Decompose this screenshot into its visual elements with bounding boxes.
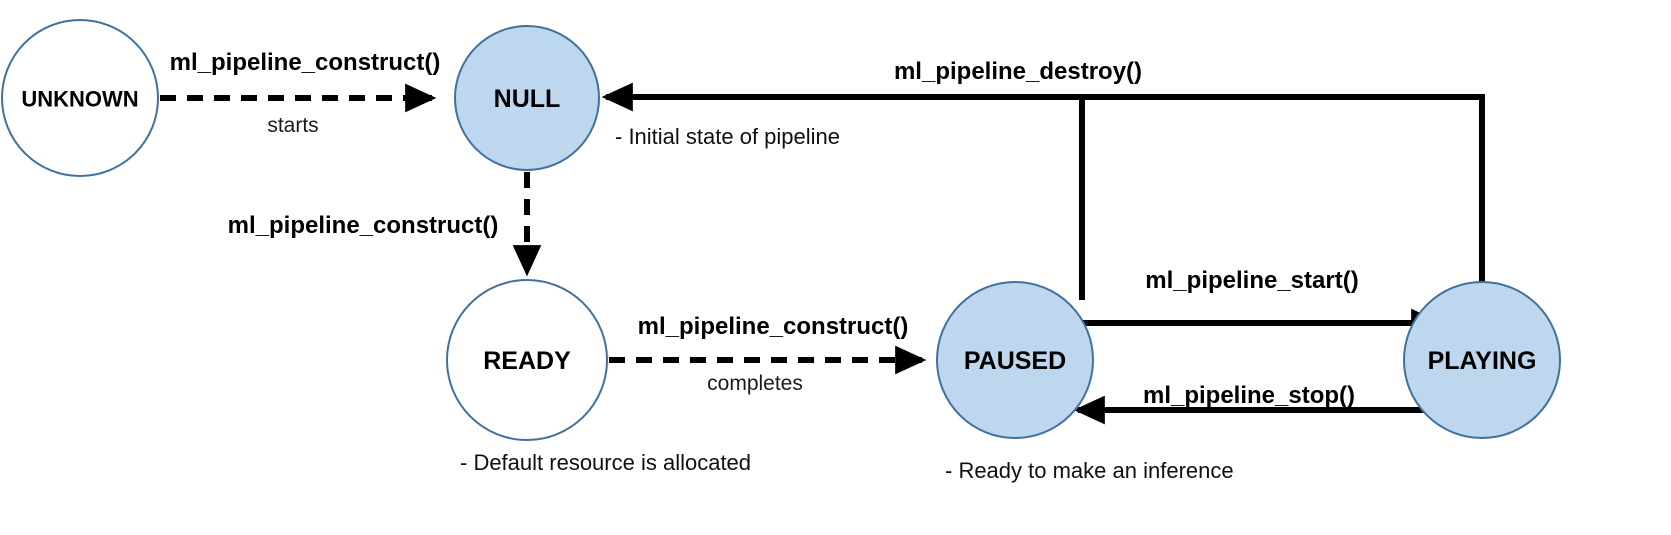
edge-label-playing-to-paused: ml_pipeline_stop(): [1143, 382, 1355, 409]
note-ready-state: - Default resource is allocated: [460, 450, 751, 475]
edge-destroy-to-null: [601, 82, 1485, 300]
state-label-unknown: UNKNOWN: [21, 87, 138, 112]
state-circle-ready: [446, 279, 608, 441]
state-label-ready: READY: [483, 347, 571, 375]
state-label-null: NULL: [494, 85, 561, 113]
edge-label-paused-to-playing: ml_pipeline_start(): [1145, 267, 1358, 294]
state-node-ready[interactable]: READY: [446, 279, 608, 441]
state-circle-paused: [936, 281, 1094, 439]
state-circle-playing: [1403, 281, 1561, 439]
edge-label-unknown-to-null: ml_pipeline_construct(): [170, 49, 441, 76]
note-null-state: - Initial state of pipeline: [615, 124, 840, 149]
edge-label-null-to-ready: ml_pipeline_construct(): [228, 212, 499, 239]
edge-label-ready-to-paused: ml_pipeline_construct(): [638, 313, 909, 340]
note-paused-state: - Ready to make an inference: [945, 458, 1234, 483]
state-node-unknown[interactable]: UNKNOWN: [1, 19, 159, 177]
state-circle-unknown: [1, 19, 159, 177]
state-label-playing: PLAYING: [1428, 347, 1537, 375]
state-circle-null: [454, 25, 600, 171]
edge-label-destroy-to-null: ml_pipeline_destroy(): [894, 58, 1142, 85]
state-node-playing[interactable]: PLAYING: [1403, 281, 1561, 439]
state-node-null[interactable]: NULL: [454, 25, 600, 171]
edge-sublabel-unknown-to-null: starts: [267, 114, 318, 137]
state-node-paused[interactable]: PAUSED: [936, 281, 1094, 439]
state-label-paused: PAUSED: [964, 347, 1066, 375]
edge-sublabel-ready-to-paused: completes: [707, 372, 803, 395]
